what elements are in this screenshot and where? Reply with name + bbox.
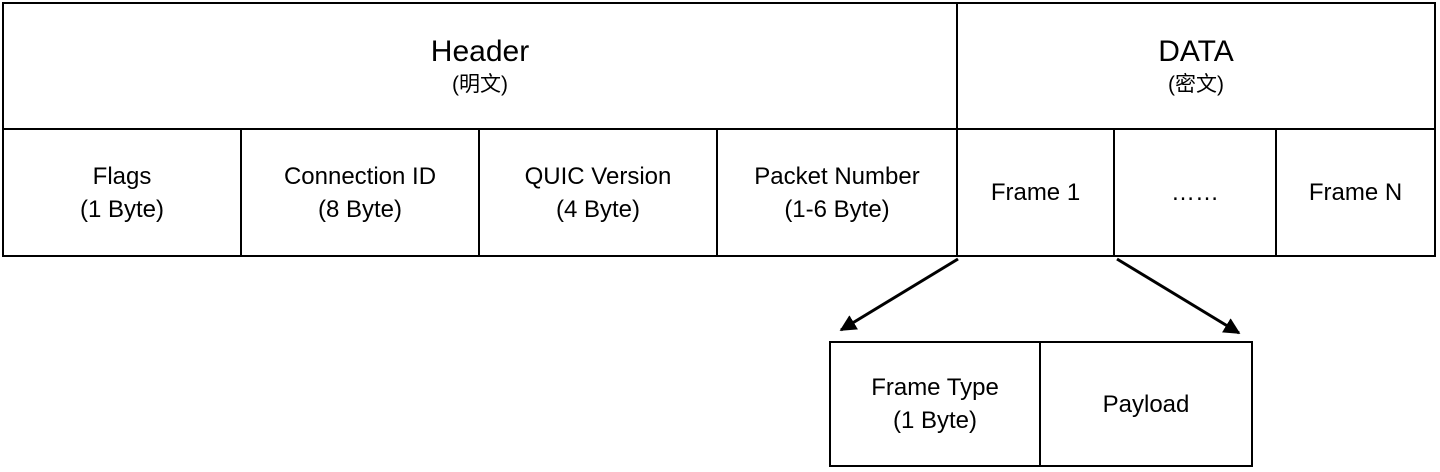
field-quic-version-label: QUIC Version [524, 162, 672, 190]
section-data-label: DATA [1158, 35, 1234, 68]
frame-detail-table: Frame Type (1 Byte) Payload [829, 341, 1253, 467]
packet-sections-row: Header (明文) DATA (密文) [4, 4, 1434, 130]
field-frame-1-cell: Frame 1 [958, 130, 1115, 255]
payload-cell: Payload [1041, 343, 1251, 465]
frame-expand-arrow-left [839, 257, 959, 332]
payload-label: Payload [1102, 390, 1190, 418]
field-connection-id-sublabel: (8 Byte) [317, 195, 403, 223]
frame-expand-arrow-right [1116, 257, 1241, 335]
field-quic-version-cell: QUIC Version (4 Byte) [480, 130, 718, 255]
field-packet-number-label: Packet Number [754, 162, 920, 190]
field-ellipsis-cell: …… [1115, 130, 1277, 255]
field-packet-number-sublabel: (1-6 Byte) [784, 195, 890, 223]
frame-type-label: Frame Type [871, 374, 999, 401]
field-quic-version-sublabel: (4 Byte) [555, 195, 641, 223]
field-packet-number-cell: Packet Number (1-6 Byte) [718, 130, 958, 255]
field-frame-n-cell: Frame N [1277, 130, 1434, 255]
field-flags-label: Flags [92, 162, 152, 190]
field-connection-id-label: Connection ID [283, 162, 437, 190]
field-ellipsis-label: …… [1171, 179, 1219, 206]
field-flags-sublabel: (1 Byte) [79, 195, 165, 223]
section-data-sublabel: (密文) [1168, 73, 1224, 96]
section-data-cell: DATA (密文) [958, 4, 1434, 130]
field-frame-1-label: Frame 1 [990, 179, 1081, 206]
section-header-label: Header [430, 35, 530, 68]
packet-table: Header (明文) DATA (密文) Flags (1 Byte) Con… [2, 2, 1436, 257]
field-frame-n-label: Frame N [1308, 179, 1403, 206]
section-header-sublabel: (明文) [452, 73, 508, 96]
frame-type-cell: Frame Type (1 Byte) [831, 343, 1041, 465]
field-connection-id-cell: Connection ID (8 Byte) [242, 130, 480, 255]
packet-fields-row: Flags (1 Byte) Connection ID (8 Byte) QU… [4, 130, 1434, 255]
field-flags-cell: Flags (1 Byte) [4, 130, 242, 255]
frame-type-sublabel: (1 Byte) [892, 407, 978, 434]
section-header-cell: Header (明文) [4, 4, 958, 130]
